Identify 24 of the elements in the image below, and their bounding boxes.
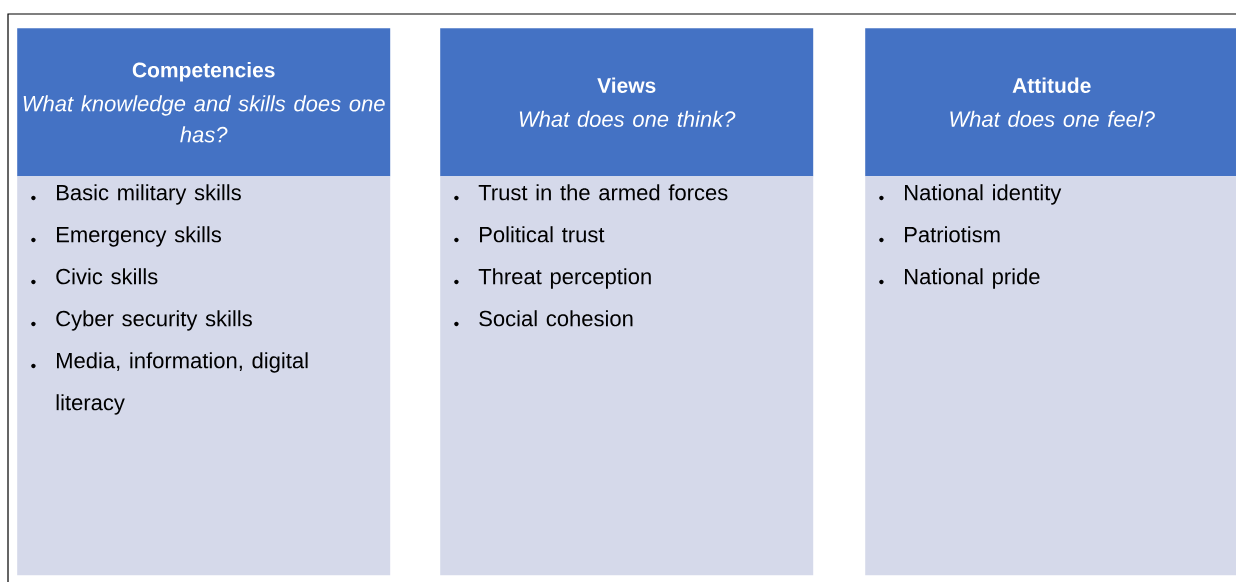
list-panel	[865, 176, 1236, 576]
list-item: National identity	[905, 184, 1062, 205]
list-item: National pride	[905, 268, 1040, 289]
list-item: Political trust	[480, 226, 605, 243]
heading: Attitude	[1012, 77, 1091, 93]
list-panel	[17, 176, 391, 576]
heading: Competencies	[132, 62, 275, 82]
list-panel	[440, 176, 814, 576]
list-item: Emergency skills	[57, 226, 221, 247]
header-box	[440, 28, 814, 177]
header-box	[865, 28, 1236, 177]
list-item: Social cohesion	[479, 310, 633, 327]
header-box	[17, 28, 391, 177]
list-item: Civic skills	[56, 268, 158, 285]
heading: Views	[597, 77, 656, 93]
list-item: Patriotism	[905, 226, 1000, 243]
list-item: Media, information, digital literacy	[56, 352, 308, 415]
question: What knowledge and skills does one has?	[23, 95, 385, 143]
list-item: Trust in the armed forces	[478, 184, 728, 201]
list-item: Threat perception	[478, 268, 651, 289]
question: What does one feel?	[950, 110, 1155, 127]
list-item: Basic military skills	[57, 184, 241, 205]
question: What does one think?	[519, 110, 736, 127]
list-item: Cyber security skills	[56, 310, 252, 331]
